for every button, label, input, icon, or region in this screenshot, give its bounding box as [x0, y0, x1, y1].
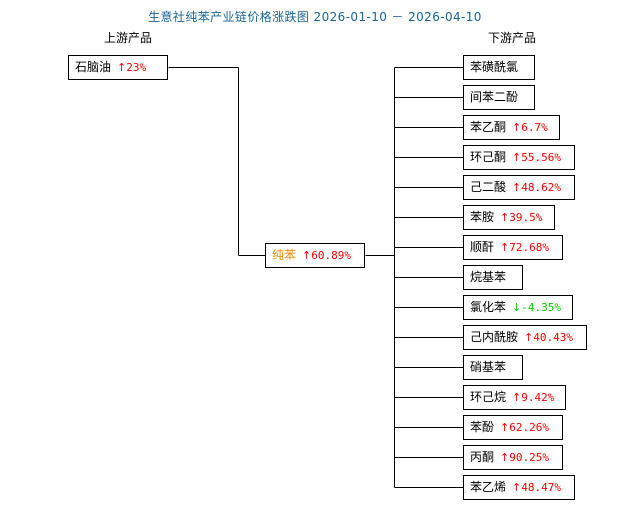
node-label: 苯胺 [470, 210, 495, 224]
node-change-pct: 90.25% [509, 451, 549, 464]
node-change-value: ↑39.5% [500, 211, 542, 224]
node-change-value: ↑9.42% [512, 391, 554, 404]
node-change-pct: 48.62% [521, 181, 561, 194]
node-change-value: ↑6.7% [512, 121, 548, 134]
node-downstream-product[interactable]: 间苯二酚 [463, 85, 535, 110]
node-downstream-product[interactable]: 己二酸 ↑48.62% [463, 175, 575, 200]
node-change-value: ↑60.89% [302, 249, 351, 262]
up-arrow-icon: ↑ [302, 249, 312, 262]
node-change-value: ↑48.62% [512, 181, 561, 194]
node-change-pct: 23% [126, 61, 147, 74]
node-downstream-product[interactable]: 环己烷 ↑9.42% [463, 385, 566, 410]
node-downstream-product[interactable]: 苯胺 ↑39.5% [463, 205, 555, 230]
node-label: 石脑油 [75, 60, 112, 74]
node-change-value: ↑90.25% [500, 451, 549, 464]
node-change-pct: 9.42% [521, 391, 555, 404]
node-change-pct: 6.7% [521, 121, 548, 134]
node-change-value: ↑48.47% [512, 481, 561, 494]
node-change-value: ↑55.56% [512, 151, 561, 164]
down-arrow-icon: ↓ [512, 301, 522, 314]
node-label: 苯乙酮 [470, 120, 507, 134]
node-downstream-product[interactable]: 苯磺酰氯 [463, 55, 535, 80]
up-arrow-icon: ↑ [512, 121, 522, 134]
node-label: 环己烷 [470, 390, 507, 404]
node-upstream-product[interactable]: 石脑油 ↑23% [68, 55, 168, 80]
node-label: 己内酰胺 [470, 330, 519, 344]
node-downstream-product[interactable]: 环己酮 ↑55.56% [463, 145, 575, 170]
node-change-pct: 72.68% [509, 241, 549, 254]
downstream-column-header: 下游产品 [487, 31, 536, 45]
node-downstream-product[interactable]: 氯化苯 ↓-4.35% [463, 295, 573, 320]
node-change-pct: -4.35% [521, 301, 561, 314]
node-label: 己二酸 [470, 180, 507, 194]
node-label: 苯酚 [470, 420, 495, 434]
node-downstream-product[interactable]: 苯乙烯 ↑48.47% [463, 475, 575, 500]
node-label: 间苯二酚 [470, 90, 519, 104]
upstream-column-header: 上游产品 [103, 31, 152, 45]
node-label: 顺酐 [470, 240, 495, 254]
up-arrow-icon: ↑ [117, 61, 127, 74]
node-label: 丙酮 [470, 450, 495, 464]
node-downstream-product[interactable]: 苯乙酮 ↑6.7% [463, 115, 560, 140]
up-arrow-icon: ↑ [500, 211, 510, 224]
node-change-pct: 39.5% [509, 211, 543, 224]
node-change-value: ↓-4.35% [512, 301, 561, 314]
node-change-value: ↑62.26% [500, 421, 549, 434]
node-label: 纯苯 [272, 248, 297, 262]
node-label: 苯磺酰氯 [470, 60, 519, 74]
up-arrow-icon: ↑ [500, 241, 510, 254]
node-downstream-product[interactable]: 硝基苯 [463, 355, 523, 380]
node-change-pct: 48.47% [521, 481, 561, 494]
node-center-product[interactable]: 纯苯 ↑60.89% [265, 243, 365, 268]
node-change-value: ↑23% [117, 61, 146, 74]
up-arrow-icon: ↑ [512, 151, 522, 164]
node-label: 烷基苯 [470, 270, 507, 284]
page-title: 生意社纯苯产业链价格涨跌图 2026-01-10 － 2026-04-10 [148, 10, 482, 24]
node-downstream-product[interactable]: 顺酐 ↑72.68% [463, 235, 563, 260]
node-label: 苯乙烯 [470, 480, 507, 494]
node-label: 氯化苯 [470, 300, 507, 314]
node-downstream-product[interactable]: 苯酚 ↑62.26% [463, 415, 563, 440]
up-arrow-icon: ↑ [512, 391, 522, 404]
node-change-pct: 60.89% [311, 249, 351, 262]
up-arrow-icon: ↑ [524, 331, 534, 344]
up-arrow-icon: ↑ [500, 421, 510, 434]
up-arrow-icon: ↑ [500, 451, 510, 464]
node-change-value: ↑72.68% [500, 241, 549, 254]
node-label: 硝基苯 [470, 360, 507, 374]
node-change-pct: 62.26% [509, 421, 549, 434]
node-label: 环己酮 [470, 150, 507, 164]
node-downstream-product[interactable]: 烷基苯 [463, 265, 523, 290]
node-change-value: ↑40.43% [524, 331, 573, 344]
up-arrow-icon: ↑ [512, 481, 522, 494]
node-change-pct: 55.56% [521, 151, 561, 164]
node-change-pct: 40.43% [533, 331, 573, 344]
up-arrow-icon: ↑ [512, 181, 522, 194]
node-downstream-product[interactable]: 丙酮 ↑90.25% [463, 445, 563, 470]
node-downstream-product[interactable]: 己内酰胺 ↑40.43% [463, 325, 587, 350]
